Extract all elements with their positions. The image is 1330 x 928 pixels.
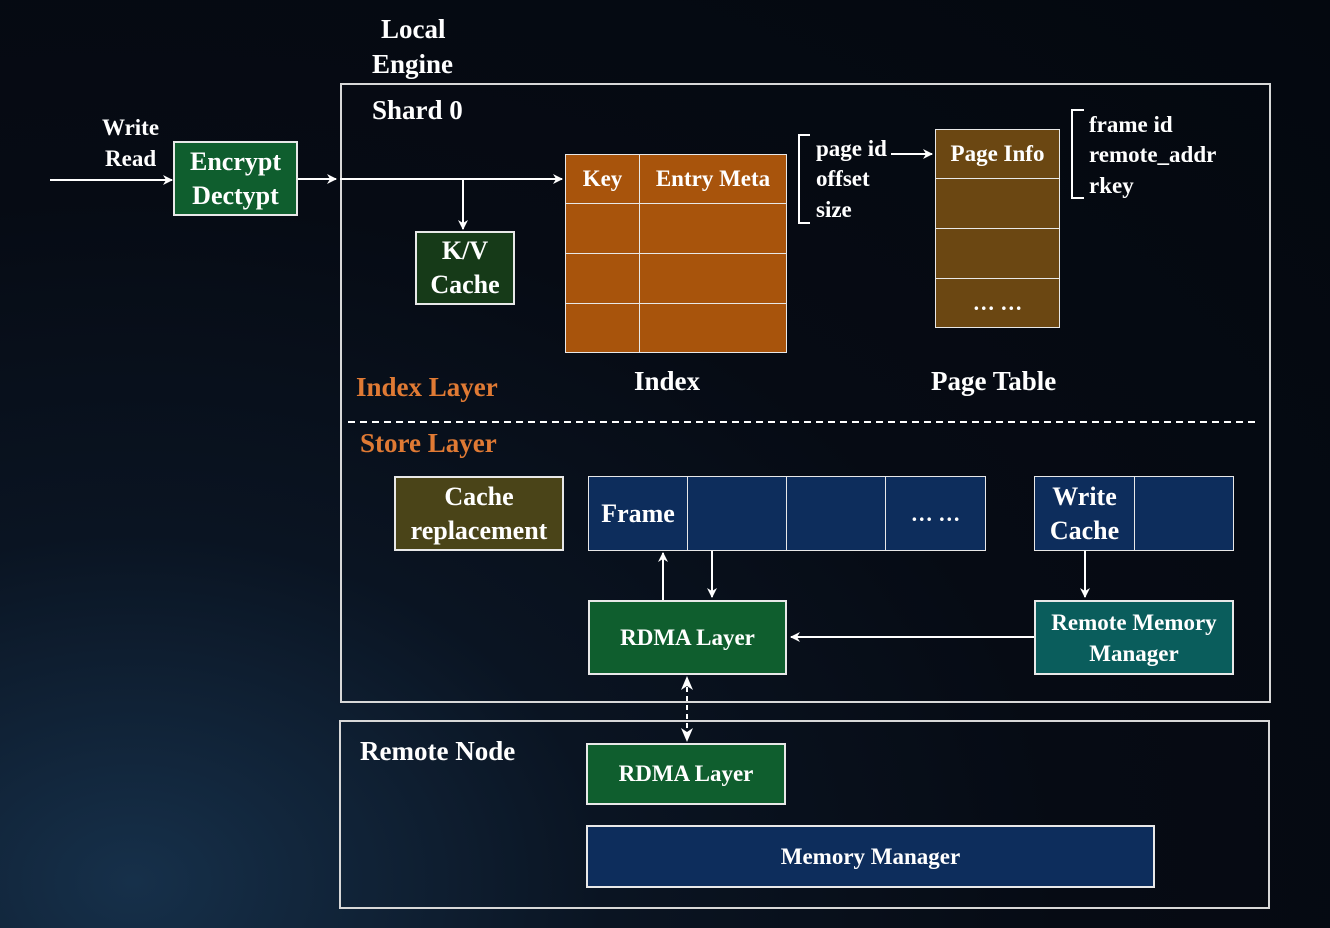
page-table-row: … … bbox=[935, 278, 1060, 328]
page-info-field-frame-id: frame id bbox=[1089, 112, 1173, 137]
index-header-key: Key bbox=[565, 154, 640, 204]
rdma-layer-local-label: RDMA Layer bbox=[620, 624, 755, 650]
index-meta-label: Entry Meta bbox=[655, 166, 771, 191]
index-header-meta: Entry Meta bbox=[639, 154, 787, 204]
entry-field-size: size bbox=[816, 197, 852, 222]
write-cache-cell: Write Cache bbox=[1034, 476, 1135, 551]
frame-cell: Frame bbox=[588, 476, 688, 551]
shard-label: Shard 0 bbox=[372, 95, 463, 125]
index-key-label: Key bbox=[582, 166, 623, 191]
write-cache-line1: Write bbox=[1052, 481, 1117, 511]
page-table-label: Page Table bbox=[931, 366, 1057, 396]
rmm-line2: Manager bbox=[1089, 640, 1179, 666]
rdma-layer-local[interactable]: RDMA Layer bbox=[588, 600, 787, 675]
page-table-header: Page Info bbox=[935, 129, 1060, 179]
page-info-bracket bbox=[1071, 109, 1084, 199]
frame-cell: … … bbox=[885, 476, 986, 551]
write-cache-cell bbox=[1134, 476, 1234, 551]
local-engine-frame bbox=[340, 83, 1271, 703]
index-row bbox=[639, 203, 787, 254]
encrypt-line2: Dectypt bbox=[192, 180, 279, 210]
index-row bbox=[565, 203, 640, 254]
remote-node-frame bbox=[339, 720, 1270, 909]
page-table-row bbox=[935, 228, 1060, 279]
cache-replacement-line1: Cache bbox=[444, 481, 514, 511]
memory-manager-box[interactable]: Memory Manager bbox=[586, 825, 1155, 888]
rmm-line1: Remote Memory bbox=[1051, 609, 1217, 635]
cache-replacement-line2: replacement bbox=[410, 515, 548, 545]
index-row bbox=[565, 303, 640, 353]
index-row bbox=[565, 253, 640, 304]
page-info-field-remote-addr: remote_addr bbox=[1089, 142, 1217, 167]
page-table-ellipsis: … … bbox=[972, 290, 1023, 315]
kv-cache-line1: K/V bbox=[441, 236, 489, 265]
kv-cache-line2: Cache bbox=[430, 270, 500, 299]
frame-label: Frame bbox=[601, 498, 675, 528]
encrypt-box[interactable]: Encrypt Dectypt bbox=[173, 141, 298, 216]
page-table: Page Info … … bbox=[935, 129, 1060, 328]
entry-field-page-id: page id bbox=[816, 136, 887, 161]
frame-ellipsis: … … bbox=[910, 500, 961, 526]
page-info-field-rkey: rkey bbox=[1089, 173, 1134, 198]
index-layer-label: Index Layer bbox=[356, 372, 498, 402]
entry-meta-bracket bbox=[798, 134, 810, 224]
remote-node-label: Remote Node bbox=[360, 736, 516, 766]
frame-row: Frame … … bbox=[588, 476, 986, 551]
kv-cache-box[interactable]: K/V Cache bbox=[415, 231, 515, 305]
entry-field-offset: offset bbox=[816, 166, 870, 191]
index-row bbox=[639, 303, 787, 353]
index-table: Key Entry Meta bbox=[565, 154, 787, 353]
input-write-label: Write bbox=[102, 115, 160, 140]
store-layer-label: Store Layer bbox=[360, 428, 497, 458]
cache-replacement-box[interactable]: Cache replacement bbox=[394, 476, 564, 551]
page-info-label: Page Info bbox=[950, 141, 1045, 166]
encrypt-line1: Encrypt bbox=[190, 146, 281, 176]
rdma-layer-remote-label: RDMA Layer bbox=[618, 761, 754, 786]
frame-cell bbox=[786, 476, 886, 551]
memory-manager-label: Memory Manager bbox=[780, 843, 961, 869]
page-table-row bbox=[935, 178, 1060, 229]
title-line1: Local bbox=[381, 14, 446, 44]
remote-memory-manager-box[interactable]: Remote Memory Manager bbox=[1034, 600, 1234, 675]
input-read-label: Read bbox=[105, 146, 157, 171]
index-label: Index bbox=[634, 366, 701, 396]
index-row bbox=[639, 253, 787, 304]
write-cache: Write Cache bbox=[1034, 476, 1234, 551]
frame-cell bbox=[687, 476, 787, 551]
rdma-layer-remote[interactable]: RDMA Layer bbox=[586, 743, 786, 805]
write-cache-line2: Cache bbox=[1049, 515, 1120, 545]
title-line2: Engine bbox=[372, 49, 454, 79]
